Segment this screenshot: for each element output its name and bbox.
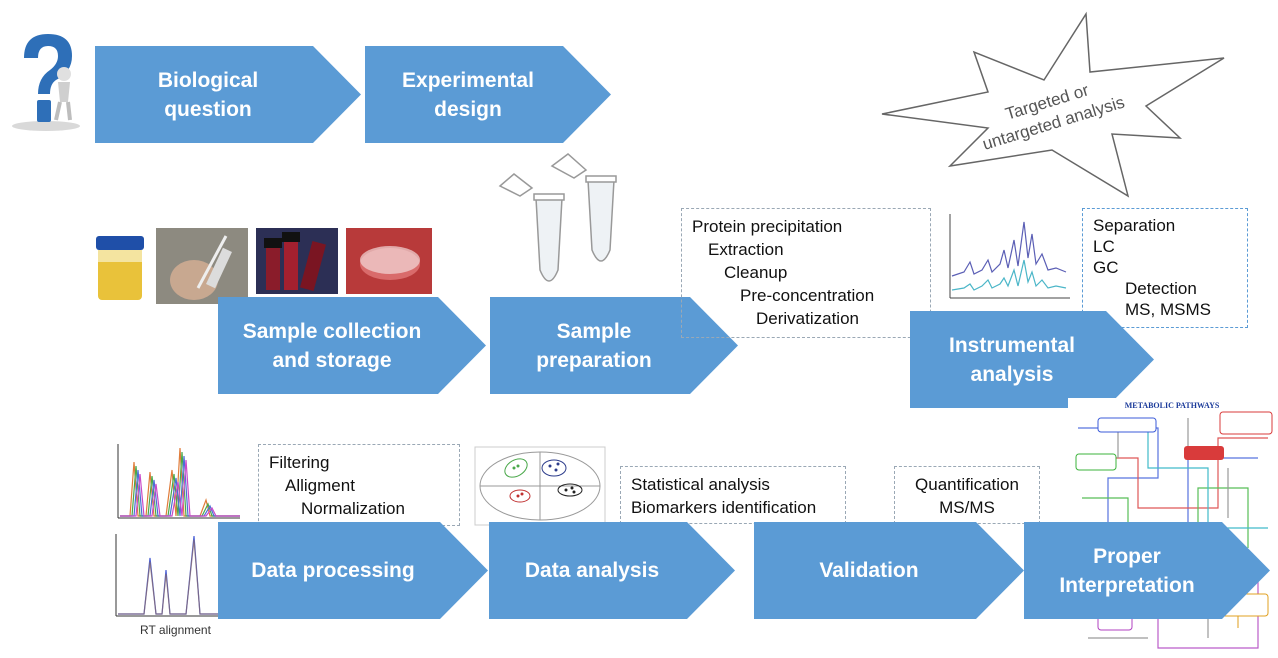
biological-question-label: Biological question xyxy=(157,68,259,121)
instrument-step: Separation xyxy=(1093,216,1176,235)
instrumental-analysis-step: Instrumental analysis xyxy=(910,311,1154,408)
analysis-step: Biomarkers identification xyxy=(631,498,817,517)
processing-step: Alligment xyxy=(285,476,355,495)
validation-step: Quantification xyxy=(915,475,1019,494)
experimental-design-step: Experimental design xyxy=(365,46,611,143)
petri-dish-photo xyxy=(346,228,432,294)
processing-step: Filtering xyxy=(269,453,330,472)
validation-label: Validation xyxy=(819,559,919,582)
prep-step: Derivatization xyxy=(756,309,859,328)
analysis-step: Statistical analysis xyxy=(631,475,770,494)
blood-tubes-photo xyxy=(256,228,338,294)
biological-question-step: Biological question xyxy=(95,46,361,143)
aligned-chromatogram-plot: RT alignment xyxy=(106,530,234,640)
validation-step: Validation xyxy=(754,522,1024,619)
prep-step: Protein precipitation xyxy=(692,217,843,236)
sample-preparation-label: Sample preparation xyxy=(536,319,652,372)
instrument-step: Detection xyxy=(1125,279,1197,298)
question-person-icon xyxy=(6,28,86,132)
urine-cup-photo xyxy=(90,232,150,302)
instrument-step: LC xyxy=(1093,237,1115,256)
experimental-design-label: Experimental design xyxy=(402,68,534,121)
overlaid-chromatograms-plot xyxy=(106,440,242,522)
data-processing-label: Data processing xyxy=(251,559,415,582)
swab-sample-photo xyxy=(156,228,248,304)
data-processing-step: Data processing xyxy=(218,522,488,619)
microcentrifuge-tubes-icon xyxy=(492,150,642,298)
prep-step: Cleanup xyxy=(724,263,788,282)
sample-collection-step: Sample collection and storage xyxy=(218,297,486,394)
validation-steps-box: Quantification MS/MS xyxy=(894,466,1040,524)
sample-collection-label: Sample collection and storage xyxy=(242,319,422,372)
validation-step: MS/MS xyxy=(939,498,995,517)
proper-interpretation-label: Proper Interpretation xyxy=(1059,544,1195,597)
pathways-title: METABOLIC PATHWAYS xyxy=(1125,401,1220,410)
instrument-steps-box: Separation LC GC Detection MS, MSMS xyxy=(1082,208,1248,328)
targeted-analysis-callout: Targeted or untargeted analysis xyxy=(876,10,1228,200)
prep-steps-box: Protein precipitation Extraction Cleanup… xyxy=(681,208,931,338)
instrument-step: MS, MSMS xyxy=(1125,300,1211,319)
sample-preparation-step: Sample preparation xyxy=(490,297,738,394)
analysis-steps-box: Statistical analysis Biomarkers identifi… xyxy=(620,466,846,524)
proper-interpretation-step: Proper Interpretation xyxy=(1024,522,1270,619)
instrumental-analysis-label: Instrumental analysis xyxy=(948,333,1076,386)
prep-step: Extraction xyxy=(708,240,784,259)
data-analysis-label: Data analysis xyxy=(524,559,660,582)
data-analysis-step: Data analysis xyxy=(489,522,735,619)
rt-alignment-caption: RT alignment xyxy=(140,623,212,637)
chromatogram-thumbnail xyxy=(944,210,1072,302)
prep-step: Pre-concentration xyxy=(740,286,875,305)
instrument-step: GC xyxy=(1093,258,1119,277)
processing-step: Normalization xyxy=(301,499,405,518)
pca-scores-plot xyxy=(474,446,606,526)
processing-steps-box: Filtering Alligment Normalization xyxy=(258,444,460,526)
